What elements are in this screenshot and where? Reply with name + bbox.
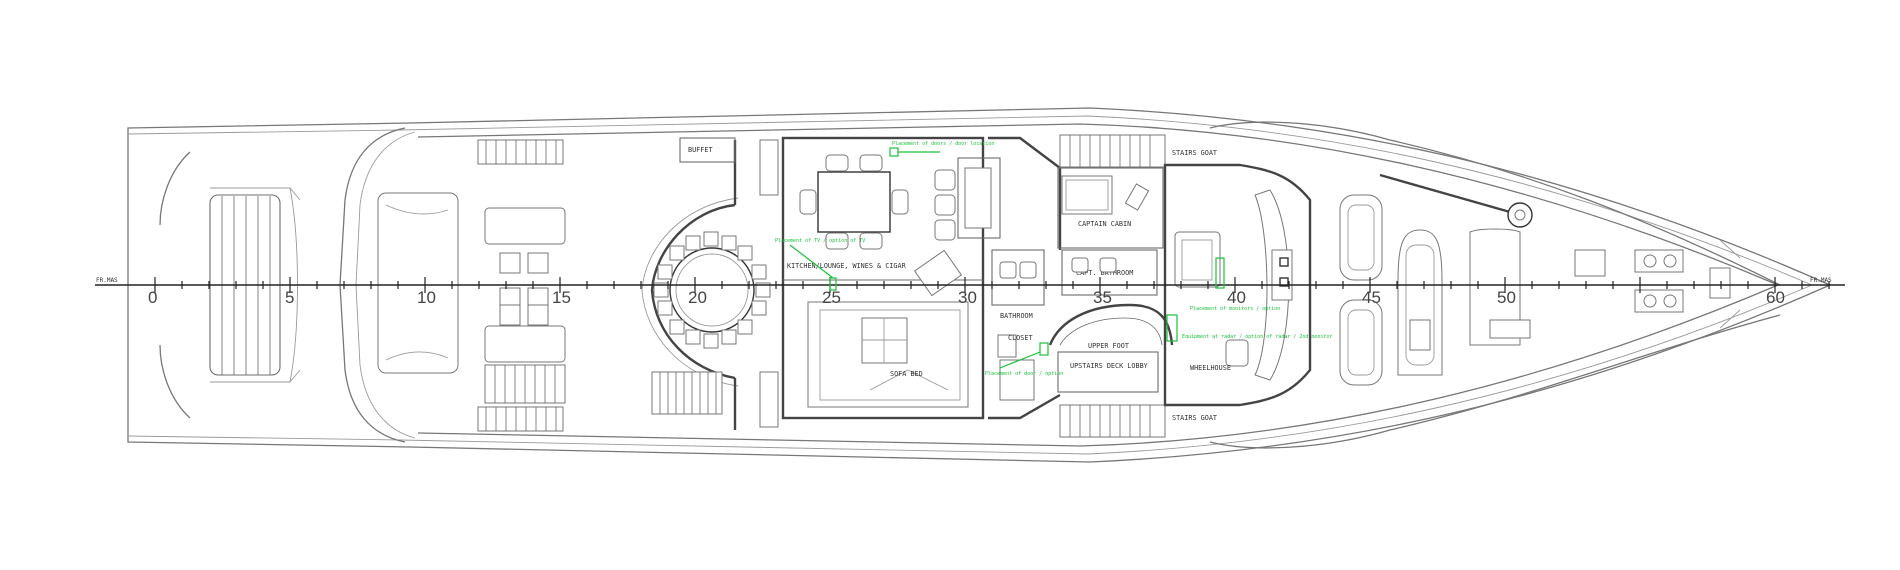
round-dining-table	[653, 231, 771, 349]
captain-cabin-label: CAPTAIN CABIN	[1078, 220, 1131, 228]
frame-num-5: 5	[285, 288, 294, 307]
frame-num-60: 60	[1766, 288, 1785, 307]
aft-deck	[377, 139, 566, 432]
foredeck	[1339, 173, 1741, 386]
green-markup: Placement of doors / door location Place…	[775, 141, 1333, 377]
markup-note-4: Equipment at radar / option of radar / 2…	[1182, 334, 1333, 340]
frame-num-20: 20	[688, 288, 707, 307]
axis-start-label: FR.MAS	[96, 277, 118, 284]
dining-area: BUFFET	[641, 137, 771, 430]
frame-num-40: 40	[1227, 288, 1246, 307]
side-stairs: STAIRS GOAT STAIRS GOAT	[1059, 134, 1217, 438]
frame-num-0: 0	[148, 288, 157, 307]
store-label: CLOSET	[1008, 334, 1033, 342]
frame-num-30: 30	[958, 288, 977, 307]
dining-table-rect	[799, 154, 909, 250]
markup-note-5: Placement of door / option	[985, 371, 1063, 377]
axis-end-label: FR.MAS	[1810, 277, 1832, 284]
frame-num-15: 15	[552, 288, 571, 307]
main-salon: SOFA BED KITCHEN/LOUNGE, WINES & CIGAR	[759, 136, 985, 428]
wheelhouse-label: WHEELHOUSE	[1190, 364, 1231, 372]
frame-num-35: 35	[1093, 288, 1112, 307]
frame-num-25: 25	[822, 288, 841, 307]
markup-note-1: Placement of doors / door location	[892, 141, 994, 147]
sofa-bed-label: SOFA BED	[890, 370, 923, 378]
bathroom-label: BATHROOM	[1000, 312, 1033, 320]
stairs-top-label: STAIRS GOAT	[1172, 149, 1217, 157]
deck-sunbed	[477, 139, 564, 432]
frame-num-50: 50	[1497, 288, 1516, 307]
captain-area: BATHROOM CAPTAIN CABIN CAPT. BATHROOM UP…	[957, 136, 1174, 420]
buffet-label: BUFFET	[688, 146, 713, 154]
captain-bathroom-label: CAPT. BATHROOM	[1076, 269, 1133, 277]
frame-num-10: 10	[417, 288, 436, 307]
markup-note-2: Placement of TV / option of TV	[775, 238, 865, 244]
sky-lobby-label: UPSTAIRS DECK LOBBY	[1070, 362, 1148, 370]
frame-num-45: 45	[1362, 288, 1381, 307]
stairs-bottom-label: STAIRS GOAT	[1172, 414, 1217, 422]
centerline-axis: FR.MAS FR.MAS 0 5 10 15 20 25 30 35 40 4…	[95, 277, 1845, 307]
dining-room-label: KITCHEN/LOUNGE, WINES & CIGAR	[787, 262, 907, 270]
upper-lobby-label: UPPER FOOT	[1088, 342, 1129, 350]
markup-note-3: Placement of monitors / option	[1190, 306, 1280, 312]
